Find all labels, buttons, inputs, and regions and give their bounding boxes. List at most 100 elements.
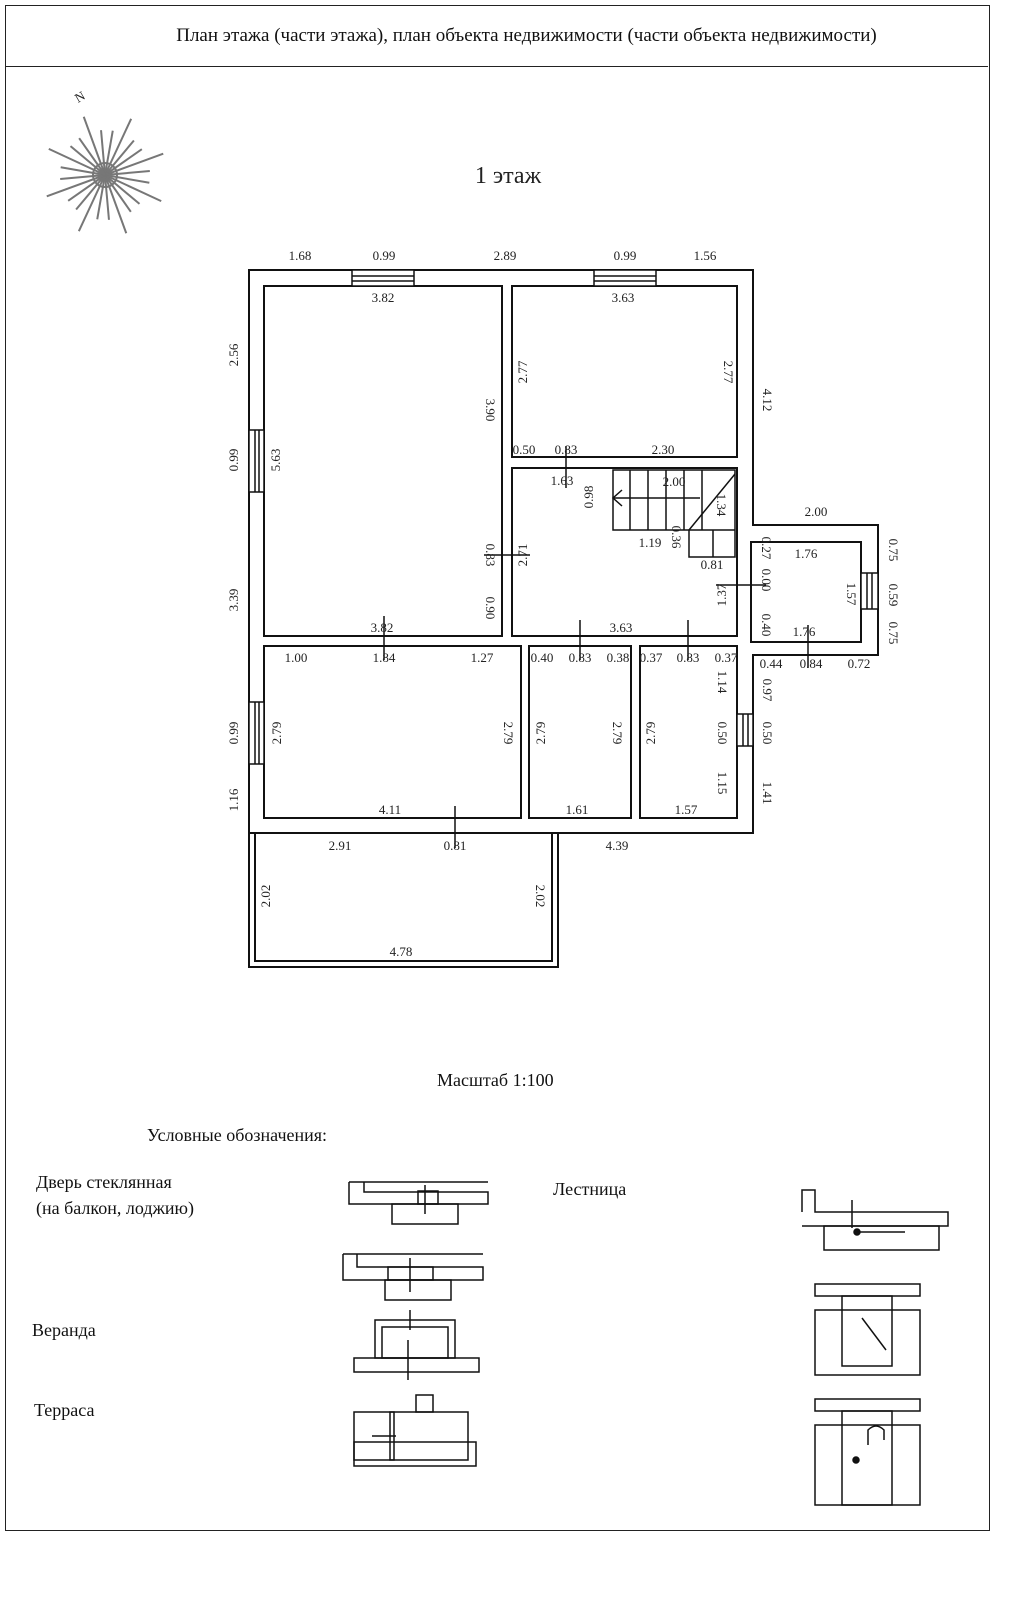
dimension-label: 0.75 — [886, 539, 901, 562]
floor-title: 1 этаж — [475, 163, 542, 189]
legend-glass-door-label: Дверь стеклянная — [36, 1172, 172, 1192]
dimension-label: 0.99 — [614, 248, 637, 263]
dimension-label: 2.77 — [721, 361, 736, 384]
dimension-label: 2.79 — [643, 722, 658, 745]
dimension-label: 0.83 — [677, 650, 700, 665]
dimension-label: 2.02 — [258, 885, 273, 908]
legend-stairs-icon — [801, 1189, 949, 1506]
dimension-label: 2.79 — [501, 722, 516, 745]
legend-glass-door-note: (на балкон, лоджию) — [36, 1198, 195, 1218]
legend-terrace-label: Терраса — [34, 1400, 95, 1420]
legend-terrace-icon — [353, 1394, 477, 1467]
dimension-label: 0.81 — [701, 557, 724, 572]
room-living — [263, 285, 503, 637]
dimension-label: 1.34 — [714, 494, 729, 517]
dimension-label: 1.37 — [714, 583, 729, 606]
legend-glass-door-icon — [342, 1181, 489, 1301]
dimension-label: 0.99 — [226, 722, 241, 745]
dimension-label: 2.77 — [515, 360, 530, 383]
dimension-label: 2.00 — [805, 504, 828, 519]
dimension-label: 0.40 — [531, 650, 554, 665]
room-kitchen — [263, 645, 522, 819]
dimension-label: 0.97 — [760, 679, 775, 702]
dimension-label: 1.19 — [639, 535, 662, 550]
room-bedroom — [511, 285, 738, 458]
dimension-labels: 1.68 0.99 2.89 0.99 1.56 3.82 3.63 2.56 0.99 3.39… — [226, 248, 901, 959]
dimension-label: 0.83 — [555, 442, 578, 457]
walls — [248, 269, 879, 968]
dimension-label: 1.57 — [844, 583, 859, 606]
legend-stairs-label: Лестница — [553, 1179, 627, 1199]
legend-veranda-label: Веранда — [32, 1320, 96, 1340]
dimension-label: 0.50 — [760, 722, 775, 745]
dimension-label: 2.71 — [515, 544, 530, 567]
dimension-label: 0.84 — [800, 656, 823, 671]
dimension-label: 2.79 — [269, 722, 284, 745]
dimension-label: 0.75 — [886, 622, 901, 645]
dimension-label: 2.56 — [226, 343, 241, 366]
dimension-label: 0.36 — [669, 526, 684, 549]
dimension-label: 1.41 — [760, 782, 775, 805]
page-frame — [5, 5, 990, 1531]
dimension-label: 0.44 — [760, 656, 783, 671]
dimension-label: 3.82 — [371, 620, 394, 635]
dimension-label: 0.00 — [759, 569, 774, 592]
dimension-label: 4.11 — [379, 802, 401, 817]
dimension-label: 0.59 — [886, 584, 901, 607]
dimension-label: 1.61 — [566, 802, 589, 817]
dimension-label: 1.63 — [551, 473, 574, 488]
dimension-label: 0.83 — [483, 544, 498, 567]
doors — [383, 446, 809, 848]
dimension-label: 0.27 — [759, 537, 774, 560]
dimension-label: 3.82 — [372, 290, 395, 305]
dimension-label: 2.00 — [663, 474, 686, 489]
dimension-label: 1.57 — [675, 802, 698, 817]
dimension-label: 1.76 — [795, 546, 818, 561]
dimension-label: 1.84 — [373, 650, 396, 665]
dimension-label: 3.63 — [610, 620, 633, 635]
dimension-label: 2.79 — [610, 722, 625, 745]
room-hall — [511, 467, 738, 637]
legend-veranda-icon — [353, 1310, 480, 1380]
dimension-label: 1.27 — [471, 650, 494, 665]
dimension-label: 0.90 — [483, 597, 498, 620]
compass-north-label: N — [72, 88, 88, 106]
dimension-label: 1.68 — [289, 248, 312, 263]
dimension-label: 0.81 — [444, 838, 467, 853]
dimension-label: 2.79 — [533, 722, 548, 745]
dimension-label: 5.63 — [268, 449, 283, 472]
dimension-label: 1.56 — [694, 248, 717, 263]
legend-title: Условные обозначения: — [147, 1125, 328, 1145]
dimension-label: 1.00 — [285, 650, 308, 665]
scale-label: Масштаб 1:100 — [437, 1070, 554, 1090]
dimension-label: 4.39 — [606, 838, 629, 853]
dimension-label: 2.89 — [494, 248, 517, 263]
dimension-label: 1.15 — [715, 772, 730, 795]
windows — [248, 269, 879, 765]
dimension-label: 0.72 — [848, 656, 871, 671]
stairs — [611, 469, 736, 558]
dimension-label: 1.14 — [715, 671, 730, 694]
dimension-label: 3.90 — [483, 399, 498, 422]
dimension-label: 0.50 — [513, 442, 536, 457]
dimension-label: 0.37 — [640, 650, 663, 665]
dimension-label: 0.98 — [581, 486, 596, 509]
dimension-label: 2.30 — [652, 442, 675, 457]
dimension-label: 0.38 — [607, 650, 630, 665]
dimension-label: 4.12 — [760, 389, 775, 412]
dimension-label: 4.78 — [390, 944, 413, 959]
dimension-label: 2.91 — [329, 838, 352, 853]
dimension-label: 0.40 — [759, 614, 774, 637]
veranda — [248, 833, 559, 968]
dimension-label: 3.63 — [612, 290, 635, 305]
dimension-label: 0.99 — [373, 248, 396, 263]
dimension-label: 1.16 — [226, 788, 241, 811]
dimension-label: 0.37 — [715, 650, 738, 665]
dimension-label: 0.99 — [226, 449, 241, 472]
dimension-label: 2.02 — [533, 885, 548, 908]
dimension-label: 0.50 — [715, 722, 730, 745]
compass-icon — [46, 116, 164, 234]
dimension-label: 3.39 — [226, 589, 241, 612]
